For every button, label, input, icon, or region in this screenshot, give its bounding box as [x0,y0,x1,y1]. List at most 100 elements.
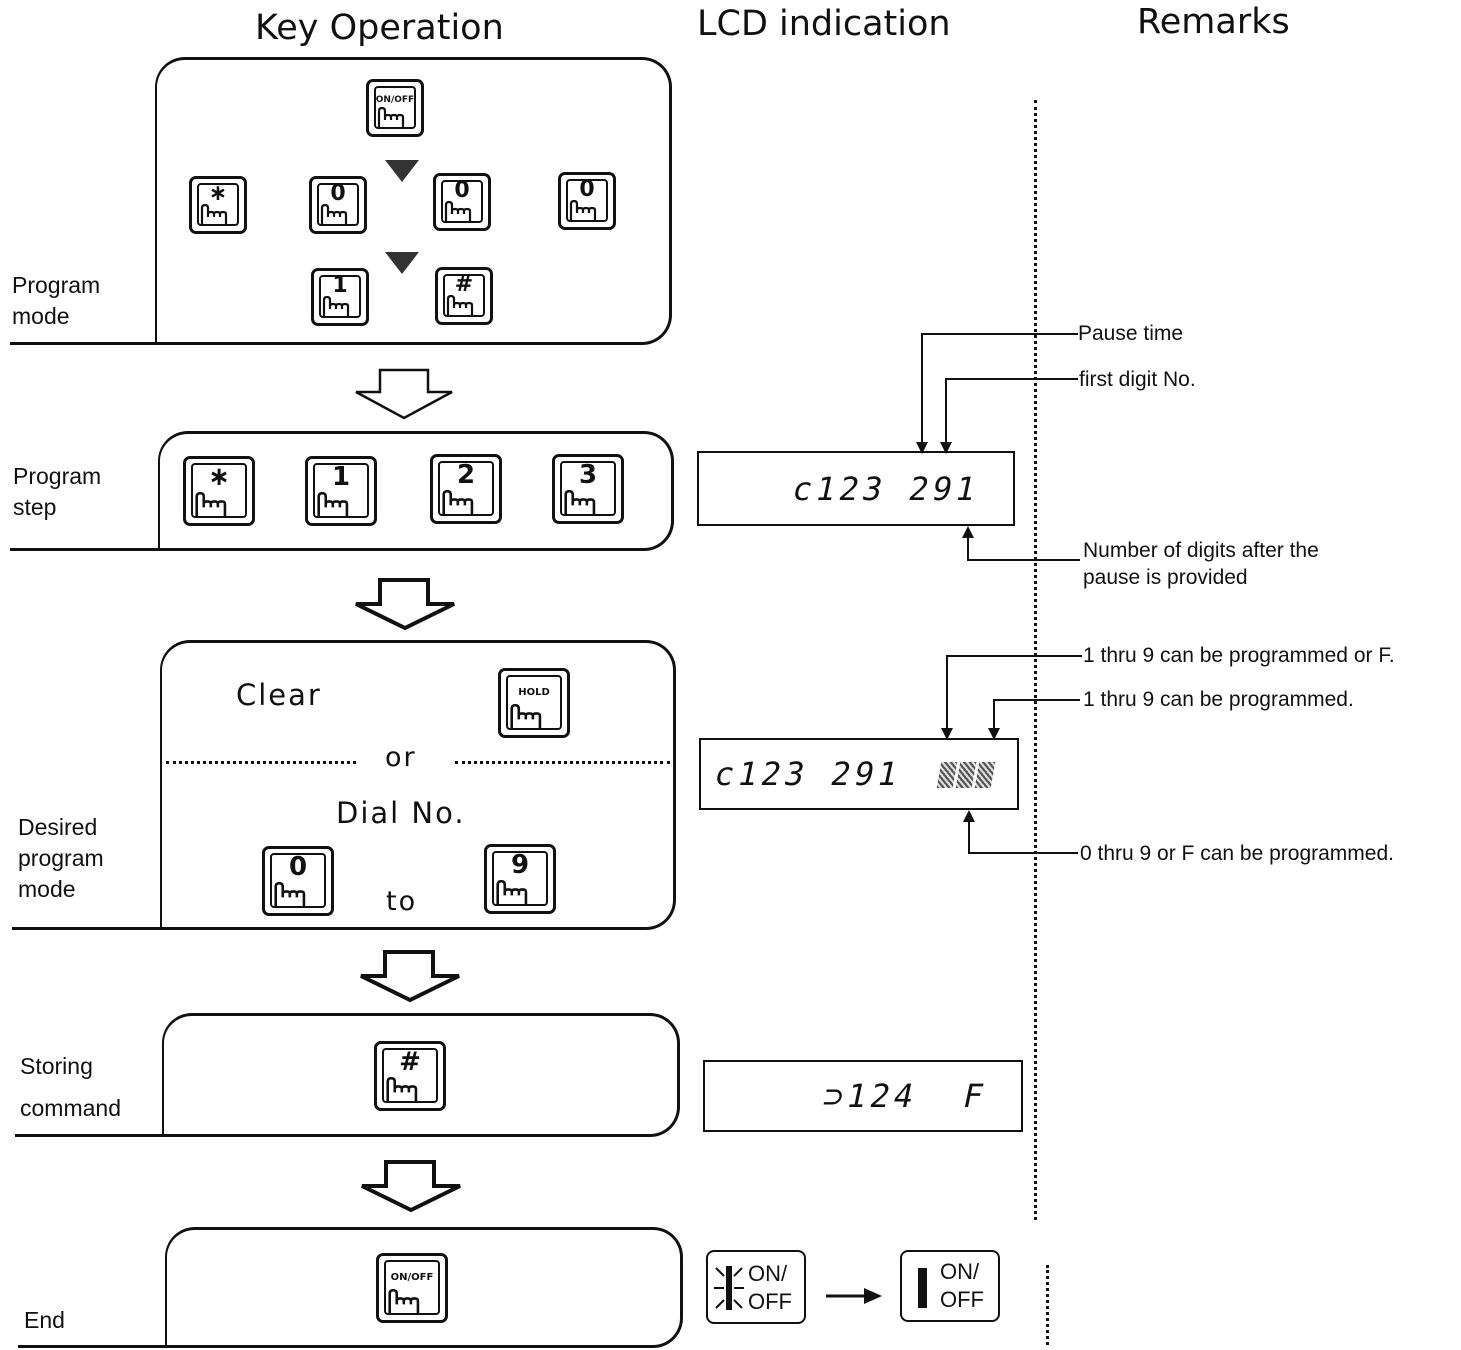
finger-icon [564,490,596,516]
step-label-line: Program [12,272,101,298]
hash-key[interactable]: # [435,267,493,325]
arrow-head-icon [941,728,953,740]
finger-icon [195,492,227,518]
step-label-line: command [20,1095,121,1121]
flow-down-arrow-icon [385,252,419,274]
lcd-display-program-step: c123 291 [697,451,1015,526]
step-label-program-step: Program step [13,461,101,523]
step-label-end: End [24,1307,65,1333]
remark-one-thru-nine-or-f: 1 thru 9 can be programmed or F. [1083,644,1395,667]
star-key[interactable]: ∗ [189,176,247,234]
onoff-indicator-steady: ON/ OFF [900,1250,1000,1322]
one-key[interactable]: 1 [305,456,377,526]
remarks-separator-end [1046,1265,1049,1345]
lcd-display-storing: ⊃124 F [703,1060,1023,1132]
finger-icon [322,296,350,318]
finger-icon [388,1289,420,1315]
or-divider-right [455,761,670,764]
to-label: to [386,886,418,917]
onoff-indicator-blinking: ON/ OFF [706,1250,806,1324]
nine-key[interactable]: 9 [484,844,556,914]
lcd-display-desired-mode: c123 291 [699,738,1019,810]
onoff-indicator-label: ON/ OFF [748,1260,792,1316]
one-key[interactable]: 1 [311,268,369,326]
two-key[interactable]: 2 [430,454,502,524]
key-label: 2 [456,460,476,490]
arrow-head-icon [940,442,952,454]
finger-icon [510,704,542,730]
hash-key[interactable]: # [374,1041,446,1111]
step-label-line: Desired [18,814,98,840]
onoff-key[interactable]: ON/OFF [376,1253,448,1323]
step-label-program-mode: Program mode [12,270,100,332]
step-label-storing-command: Storing command [20,1045,121,1129]
flow-arrow-icon [355,368,453,420]
step-baseline [12,927,164,930]
key-label: ∗ [208,181,228,206]
key-label: # [399,1047,421,1077]
step-label-line: step [13,494,57,520]
key-label: 1 [332,273,348,298]
key-operation-header: Key Operation [255,8,504,48]
arrow-head-icon [962,526,974,538]
onoff-text: OFF [748,1289,792,1314]
indicator-bar [918,1268,927,1308]
key-label: 0 [330,181,346,206]
key-label: 0 [579,177,595,202]
onoff-indicator-label: ON/ OFF [940,1258,984,1314]
key-label: ON/OFF [390,1272,434,1283]
step-baseline [10,548,162,551]
onoff-text: OFF [940,1287,984,1312]
step-baseline [15,1134,167,1137]
step-label-line: Program [13,463,102,489]
finger-icon [200,204,228,226]
transition-arrow-icon [826,1288,882,1304]
onoff-text: ON/ [940,1259,980,1284]
finger-icon [317,492,349,518]
finger-icon [320,204,348,226]
remarks-header: Remarks [1137,2,1290,42]
hold-key[interactable]: HOLD [498,668,570,738]
finger-icon [386,1077,418,1103]
star-key[interactable]: ∗ [183,456,255,526]
zero-key[interactable]: 0 [309,176,367,234]
desired-program-mode-panel [160,640,676,930]
flow-arrow-icon [360,950,460,1002]
lcd-indication-header: LCD indication [697,4,951,44]
flow-arrow-icon [361,1160,461,1212]
onoff-key[interactable]: ON/OFF [366,79,424,137]
zero-key[interactable]: 0 [433,173,491,231]
key-label: # [454,272,474,297]
arrow-head-icon [963,810,975,822]
or-label: or [385,742,417,773]
remarks-separator [1034,100,1037,1220]
key-label: 1 [331,462,351,492]
key-label: HOLD [518,687,550,698]
arrow-head-icon [916,442,928,454]
step-label-desired-program-mode: Desired program mode [18,812,104,905]
three-key[interactable]: 3 [552,454,624,524]
onoff-text: ON/ [748,1261,788,1286]
remark-zero-thru-nine-or-f: 0 thru 9 or F can be programmed. [1080,842,1394,865]
step-label-line: mode [18,876,76,902]
zero-key[interactable]: 0 [558,172,616,230]
key-label: ON/OFF [375,95,415,105]
finger-icon [496,880,528,906]
key-label: 0 [288,852,308,882]
key-label: 9 [510,850,530,880]
finger-icon [377,107,405,129]
finger-icon [442,490,474,516]
step-baseline [10,342,160,345]
step-label-line: program [18,845,104,871]
dial-no-label: Dial No. [336,796,466,830]
finger-icon [446,295,474,317]
arrow-head-icon [988,728,1000,740]
finger-icon [569,200,597,222]
zero-key[interactable]: 0 [262,846,334,916]
flow-arrow-icon [355,578,455,630]
clear-label: Clear [236,678,322,712]
step-baseline [18,1345,170,1348]
step-label-line: mode [12,303,70,329]
step-label-line: Storing [20,1053,93,1079]
